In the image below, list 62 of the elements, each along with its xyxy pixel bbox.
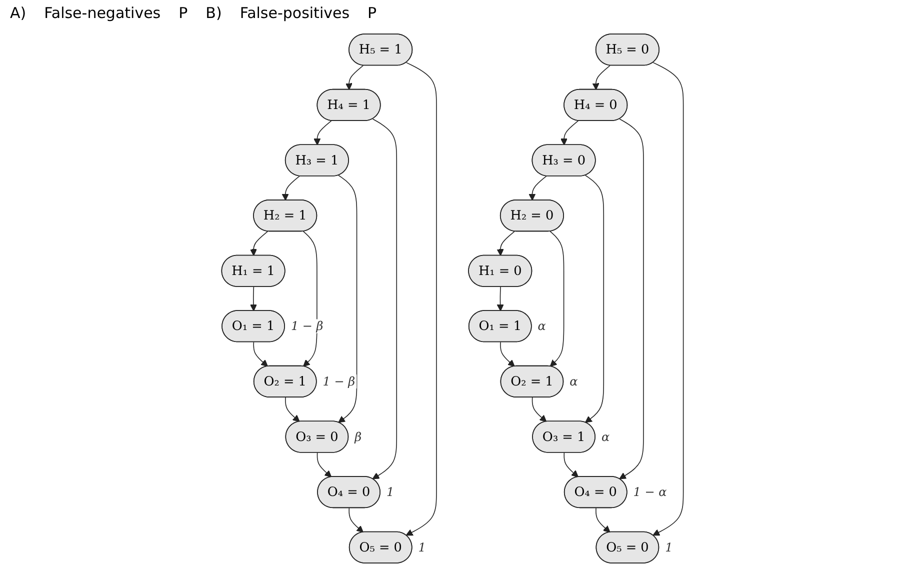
- probability-label: 1: [665, 540, 673, 554]
- panel-label: P: [178, 4, 188, 22]
- panel-label: False-positives: [240, 4, 350, 22]
- state-ellipse: O₃ = 0: [285, 420, 349, 453]
- probability-label: α: [570, 374, 578, 388]
- arrow: [550, 231, 564, 367]
- state-ellipse: H₅ = 0: [595, 34, 660, 66]
- panel-label: A): [10, 4, 26, 22]
- state-ellipse: H₅ = 1: [348, 34, 413, 66]
- probability-label: β: [354, 430, 362, 444]
- arrow: [532, 397, 547, 422]
- panel-label: False-negatives: [44, 4, 161, 22]
- arrow: [302, 231, 318, 367]
- state-ellipse: O₅ = 0: [348, 531, 412, 564]
- state-ellipse: O₁ = 1: [222, 310, 285, 342]
- state-ellipse: O₂ = 1: [253, 365, 317, 398]
- arrow: [338, 174, 358, 423]
- probability-label: 1 − β: [322, 374, 356, 388]
- arrow: [584, 174, 604, 423]
- state-ellipse: H₂ = 1: [253, 200, 318, 232]
- arrow: [592, 65, 610, 90]
- arrow: [316, 452, 332, 478]
- arrow: [250, 286, 257, 312]
- state-ellipse: O₄ = 0: [564, 476, 628, 508]
- arrow: [619, 118, 644, 480]
- probability-label: 1: [418, 540, 426, 554]
- state-ellipse: H₄ = 0: [564, 88, 628, 121]
- arrow: [652, 62, 684, 536]
- panel-label: P: [368, 4, 377, 22]
- state-ellipse: O₄ = 0: [317, 476, 380, 508]
- arrow: [596, 508, 610, 533]
- state-ellipse: H₁ = 0: [468, 254, 532, 287]
- arrow: [406, 62, 437, 536]
- state-ellipse: O₁ = 1: [468, 310, 532, 342]
- probability-label: 1: [386, 485, 394, 500]
- state-ellipse: H₁ = 1: [221, 254, 286, 287]
- probability-label: 1 − β: [290, 319, 324, 334]
- probability-label: α: [601, 430, 610, 444]
- arrow: [253, 342, 268, 367]
- arrow: [560, 120, 579, 146]
- state-ellipse: H₃ = 0: [532, 144, 596, 176]
- arrow: [528, 176, 547, 201]
- probability-label: 1 − α: [633, 485, 667, 500]
- arrow: [282, 176, 300, 201]
- state-ellipse: O₃ = 1: [532, 420, 596, 453]
- panel-label: B): [206, 4, 222, 22]
- state-ellipse: H₄ = 1: [316, 88, 381, 121]
- arrow: [496, 286, 504, 312]
- arrow: [564, 452, 579, 478]
- arrow: [496, 231, 515, 256]
- state-ellipse: O₂ = 1: [500, 365, 564, 398]
- arrow: [372, 118, 398, 480]
- arrow: [348, 508, 364, 533]
- arrow: [285, 397, 300, 422]
- probability-label: α: [538, 319, 546, 334]
- arrow: [314, 120, 332, 146]
- state-ellipse: O₅ = 0: [596, 531, 660, 564]
- state-ellipse: H₃ = 1: [284, 144, 349, 176]
- arrow: [345, 65, 364, 90]
- arrow: [250, 231, 268, 256]
- state-ellipse: H₂ = 0: [500, 200, 564, 232]
- arrow: [500, 342, 515, 367]
